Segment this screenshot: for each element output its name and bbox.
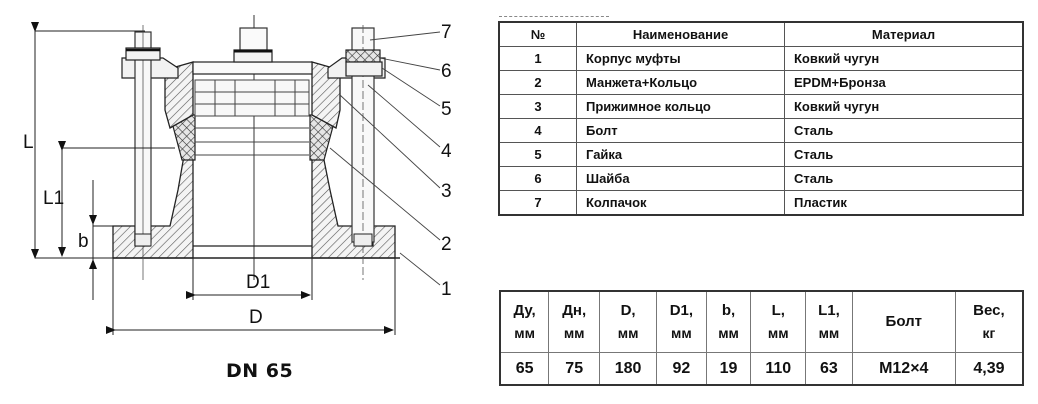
- header-unit: мм: [671, 325, 692, 341]
- dimension-lines: [31, 22, 396, 335]
- spec-header-bolt: Болт: [851, 290, 956, 353]
- part-number: 3: [498, 94, 577, 119]
- table-row: 5 Гайка Сталь: [498, 142, 1024, 167]
- callout-2: 2: [441, 234, 452, 255]
- header-label: Болт: [885, 313, 922, 330]
- header-unit: мм: [818, 325, 840, 341]
- gasket-part-2: [169, 114, 337, 161]
- callout-leaders: [329, 31, 441, 286]
- specification-table: Ду, мм Дн, мм D, мм D1, мм b, мм L, мм L1, мм Б…: [499, 290, 1024, 386]
- header-unit: мм: [617, 325, 639, 341]
- part-name: Корпус муфты: [576, 46, 785, 71]
- bolt-left-part-4: [125, 25, 161, 280]
- spec-value-weight: 4,39: [954, 352, 1024, 386]
- table-row: 6 Шайба Сталь: [498, 166, 1024, 191]
- bolt-right-part-4: [345, 25, 383, 280]
- part-material: EPDM+Бронза: [784, 70, 1024, 95]
- part-number: 1: [498, 46, 577, 71]
- callout-4: 4: [441, 141, 452, 162]
- spec-header-d: D, мм: [599, 290, 657, 353]
- header-label: D,: [620, 302, 636, 319]
- spec-header-d1: D1, мм: [655, 290, 707, 353]
- spec-value-l1: 63: [805, 352, 853, 386]
- part-number: 7: [498, 190, 577, 216]
- part-material: Ковкий чугун: [784, 94, 1024, 119]
- spec-header-row: Ду, мм Дн, мм D, мм D1, мм b, мм L, мм L1, мм Б…: [499, 290, 1024, 353]
- spec-header-l: L, мм: [750, 290, 807, 353]
- spec-header-b: b, мм: [705, 290, 752, 353]
- table-row: 1 Корпус муфты Ковкий чугун: [498, 46, 1024, 71]
- part-name: Болт: [576, 118, 785, 143]
- part-number: 6: [498, 166, 577, 191]
- spec-value-b: 19: [705, 352, 752, 386]
- spec-value-d1: 92: [655, 352, 707, 386]
- spec-values-row: 65 75 180 92 19 110 63 М12×4 4,39: [499, 352, 1024, 386]
- spec-header-weight: Вес, кг: [954, 290, 1024, 353]
- coupling-cross-section-drawing: L L1 b D1 D 7 6 5 4 3 2 1 DN 65: [0, 0, 480, 404]
- spec-value-l: 110: [750, 352, 807, 386]
- dimension-label-L: L: [23, 132, 34, 153]
- header-label: D1,: [669, 302, 694, 319]
- callout-3: 3: [441, 181, 452, 202]
- dimension-label-b: b: [78, 231, 89, 252]
- part-number: 5: [498, 142, 577, 167]
- dimension-label-L1: L1: [43, 188, 65, 209]
- parts-table-header-row: № Наименование Материал: [498, 21, 1024, 47]
- dimension-label-D1: D1: [246, 272, 271, 293]
- part-material: Сталь: [784, 142, 1024, 167]
- decorative-dots: [499, 16, 609, 19]
- part-name: Шайба: [576, 166, 785, 191]
- header-label: b,: [721, 302, 736, 319]
- dimension-label-D: D: [249, 307, 263, 328]
- spec-header-l1: L1, мм: [805, 290, 853, 353]
- part-name: Прижимное кольцо: [576, 94, 785, 119]
- coupling-drawing-svg: [31, 15, 441, 335]
- callout-7: 7: [441, 22, 452, 43]
- parts-header-material: Материал: [784, 21, 1024, 47]
- header-unit: мм: [718, 325, 739, 341]
- table-row: 3 Прижимное кольцо Ковкий чугун: [498, 94, 1024, 119]
- parts-header-name: Наименование: [576, 21, 785, 47]
- cap-part-7-center: [233, 27, 273, 63]
- header-unit: мм: [767, 325, 789, 341]
- header-label: Ду,: [513, 302, 536, 319]
- part-name: Гайка: [576, 142, 785, 167]
- spec-header-dn: Дн, мм: [548, 290, 601, 353]
- part-material: Сталь: [784, 118, 1024, 143]
- part-material: Пластик: [784, 190, 1024, 216]
- spec-value-du: 65: [499, 352, 550, 386]
- part-name: Колпачок: [576, 190, 785, 216]
- part-number: 4: [498, 118, 577, 143]
- parts-table: № Наименование Материал 1 Корпус муфты К…: [498, 21, 1024, 216]
- header-unit: мм: [514, 325, 535, 341]
- callout-6: 6: [441, 61, 452, 82]
- callout-5: 5: [441, 99, 452, 120]
- header-unit: кг: [982, 325, 996, 341]
- header-label: L1,: [818, 302, 840, 319]
- part-material: Ковкий чугун: [784, 46, 1024, 71]
- table-row: 7 Колпачок Пластик: [498, 190, 1024, 216]
- header-label: Дн,: [562, 302, 587, 319]
- inner-lines: [194, 79, 310, 156]
- part-number: 2: [498, 70, 577, 95]
- table-row: 2 Манжета+Кольцо EPDM+Бронза: [498, 70, 1024, 95]
- header-unit: мм: [563, 325, 585, 341]
- drawing-caption: DN 65: [226, 360, 294, 382]
- spec-value-dn: 75: [548, 352, 601, 386]
- part-name: Манжета+Кольцо: [576, 70, 785, 95]
- callout-1: 1: [441, 279, 452, 300]
- table-row: 4 Болт Сталь: [498, 118, 1024, 143]
- spec-value-bolt: М12×4: [851, 352, 956, 386]
- spec-value-d: 180: [599, 352, 657, 386]
- parts-header-number: №: [498, 21, 577, 47]
- header-label: L,: [771, 302, 785, 319]
- header-label: Вес,: [973, 302, 1005, 319]
- part-material: Сталь: [784, 166, 1024, 191]
- spec-header-du: Ду, мм: [499, 290, 550, 353]
